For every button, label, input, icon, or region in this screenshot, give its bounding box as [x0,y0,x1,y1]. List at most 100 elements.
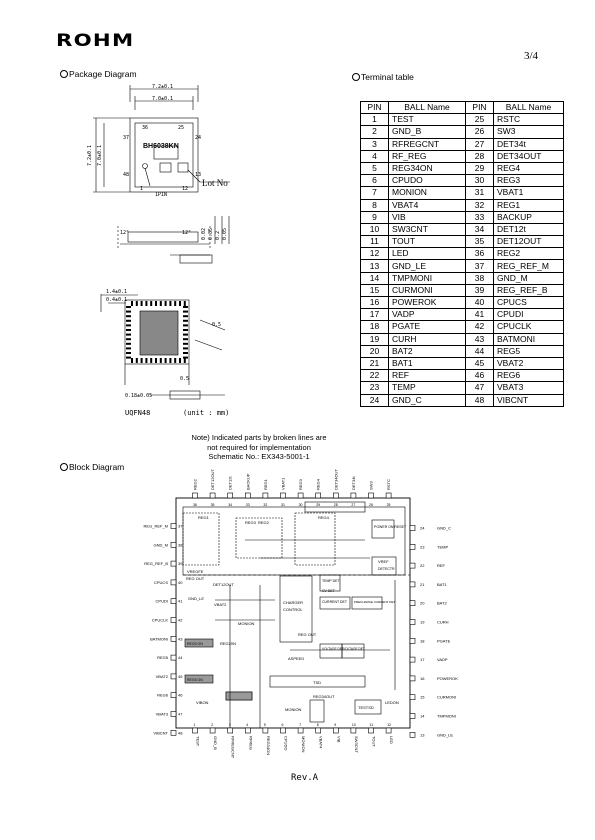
pad-mark [183,358,186,363]
top-pin-name: RSTC [386,479,391,490]
dim-total-v: 7.2±0.1 [87,145,93,166]
pad-mark [164,301,167,306]
package-name: UQFN48 [125,409,150,417]
pad-mark [150,358,153,363]
pin-box [170,560,177,567]
pad-mark [183,310,188,313]
pin-box [209,492,216,499]
left-pin-number: 45 [178,674,183,679]
bottom-pin-name: TEST [196,736,201,747]
pad-mark [131,358,133,363]
pin-box [332,492,339,499]
right-pin-number: 20 [420,601,425,606]
circle-bullet-icon [60,70,68,78]
schematic-number: Schematic No.: EX343-5001-1 [208,452,310,461]
pin-box [262,727,269,734]
side-h4: 0.05 [222,228,228,240]
pin-box [409,525,416,531]
pin-box [170,654,177,661]
pad-mark [179,301,181,306]
pin-box [385,727,392,734]
pitch-label-2: 0.5 [180,376,189,382]
top-pin-number: 34 [228,503,232,507]
pad-mark [179,358,181,363]
pad-mark [169,358,172,363]
pin-box [280,492,286,499]
bottom-pin-number: 4 [246,723,248,727]
left-pin-number: 39 [178,561,183,566]
pin-box [262,492,269,499]
bottom-pin-name: GND_B [213,736,218,750]
pin-box [280,727,286,734]
pin-box [227,492,233,499]
bottom-pin-number: 5 [264,723,266,727]
bottom-dim: 0.18±0.05 [125,393,152,399]
lot-label: Lot No [202,178,228,188]
pin-box [409,562,416,569]
reg20n-label: REG20N [220,641,236,646]
pad-mark [135,301,138,306]
vbat2-label: VBAT2 [214,602,227,607]
bottom-pin-name: VIB [336,736,341,743]
left-pin-name: CPUCS [154,580,168,585]
bottom-pin-name: SW3CNT [354,736,359,753]
right-pin-number: 19 [420,620,425,625]
vref-block: VREF [378,559,389,564]
part-number: BH6038KN [143,143,179,150]
regout-label: REG OUT [186,576,205,581]
ledon-label: LEDON [385,700,399,705]
reg4-block: REG4 [318,515,330,520]
right-pin-name: VADP [437,657,448,662]
pad-mark [183,306,188,308]
bottom-pin-name: CPUDO [284,736,289,750]
left-pin-number: 44 [178,655,183,660]
top-pin-number: 35 [211,503,215,507]
pad-mark [155,301,157,306]
pin-box [170,673,177,680]
pad-mark [183,315,188,318]
top-pin-name: VBAT1 [281,477,286,490]
pin-box [409,543,416,550]
left-pin-number: 37 [178,524,183,529]
pin-box [170,729,177,736]
note: Note) Indicated parts by broken lines ar… [184,433,334,462]
pin-box [227,727,233,734]
testsd-block: TESTSD [358,705,374,710]
ball-name: VIBCNT [493,393,564,407]
precharge-block: PRECHARGE CURRENT DET [354,600,395,604]
bottom-pin-number: 7 [299,723,301,727]
pad-mark [140,358,143,363]
pad-mark [159,301,162,306]
pad-mark [126,315,131,318]
pin-box [170,617,177,623]
reg34out-label: REG34OUT [313,694,335,699]
gnd-le-label: GND_LE [188,596,204,601]
top-pin-name: BACKUP [245,473,250,490]
pin-24-label: 24 [195,135,201,141]
right-pin-number: 22 [420,563,425,568]
top-pin-name: DET12OUT [210,469,215,490]
left-pin-number: 47 [178,712,183,717]
pin-box [192,492,198,499]
top-pin-number: 30 [299,503,303,507]
side-h1: 0.02 [201,228,207,240]
left-pin-name: BATMONI [150,636,168,641]
pin-box [409,675,416,682]
pad-mark [126,329,131,331]
pin-box [409,656,416,663]
bottom-pin-name: MONION [301,736,306,753]
dim-body: 7.0±0.1 [152,96,173,102]
top-pin-name: DET34OUT [333,469,338,490]
pad-mark [140,301,143,306]
note-line: Note) Indicated parts by broken lines ar… [191,433,327,442]
right-pin-number: 16 [420,676,425,681]
